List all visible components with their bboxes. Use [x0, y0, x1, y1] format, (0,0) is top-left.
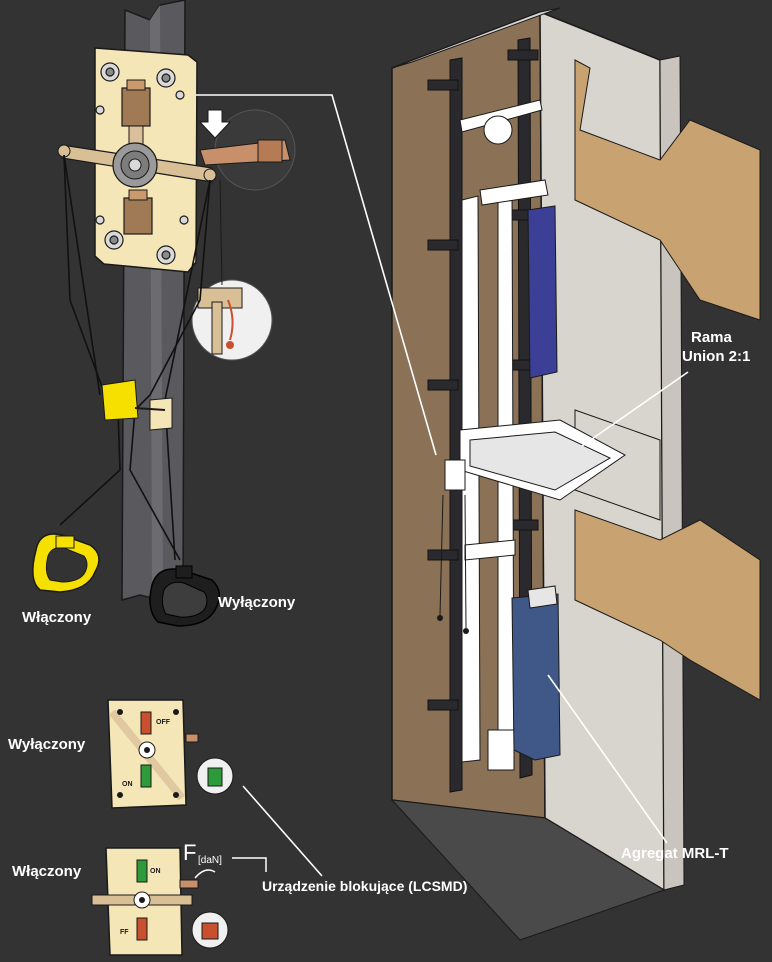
panel-off-state: OFF ON: [107, 699, 234, 809]
indicator-on-label: ON: [122, 781, 133, 788]
car-frame: [459, 99, 626, 771]
guide-rails-right: [427, 37, 539, 793]
label-panel-off: Wyłączony: [8, 736, 86, 753]
lever-arm: [57, 142, 217, 188]
panel-on-state: ON FF: [91, 847, 229, 956]
label-switch-off-top: Wyłączony: [218, 594, 296, 611]
handle-off-black: [149, 565, 221, 627]
force-indicator: F [daN]: [183, 840, 267, 879]
down-arrow-icon: [198, 109, 232, 139]
leader-lines: [196, 94, 689, 877]
handle-on-yellow: [32, 533, 100, 593]
label-lock-device: Urządzenie blokujące (LCSMD): [262, 878, 467, 894]
cable-clamp: [101, 379, 173, 431]
detail-circle-arrow: [198, 109, 296, 191]
counterweight: [527, 205, 558, 379]
label-drive-unit: Agregat MRL-T: [621, 845, 729, 862]
label-panel-on: Włączony: [12, 863, 82, 880]
indicator-on-label-2: ON: [150, 868, 161, 875]
lock-on-rail-right: [437, 459, 469, 634]
indicator-off-label: OFF: [156, 719, 171, 726]
force-symbol: F: [183, 840, 196, 865]
label-switch-on-top: Włączony: [22, 609, 92, 626]
drive-unit: [511, 585, 561, 761]
force-unit: [daN]: [198, 855, 222, 866]
indicator-off-label-2: FF: [120, 929, 129, 936]
label-frame-line2: Union 2:1: [682, 348, 750, 365]
label-frame-line1: Rama: [691, 329, 733, 346]
detail-circle-bracket: [191, 179, 273, 361]
